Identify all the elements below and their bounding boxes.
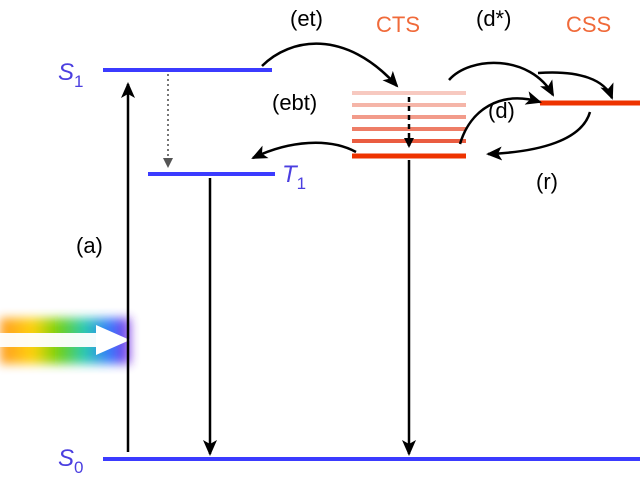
process-label-a: (a) (76, 233, 103, 258)
process-label-et: (et) (290, 6, 323, 31)
ebt-arrow (251, 141, 357, 160)
d-star-arrow (448, 61, 555, 97)
s1-label: S1 (58, 59, 83, 91)
process-label-r: (r) (536, 169, 558, 194)
r-arrow (486, 111, 592, 161)
cts-label: CTS (376, 12, 420, 37)
process-label-d: (d) (488, 98, 515, 123)
css-label: CSS (566, 12, 611, 37)
d-arrow (458, 91, 542, 145)
rainbow-light-arrow-icon (0, 318, 130, 364)
process-label-d-star: (d*) (476, 6, 511, 31)
process-label-ebt: (ebt) (272, 90, 317, 115)
s0-label: S0 (58, 445, 83, 477)
t1-label: T1 (282, 161, 306, 193)
et-arrow (261, 42, 399, 88)
d-star-continuation-arrow (537, 71, 614, 100)
